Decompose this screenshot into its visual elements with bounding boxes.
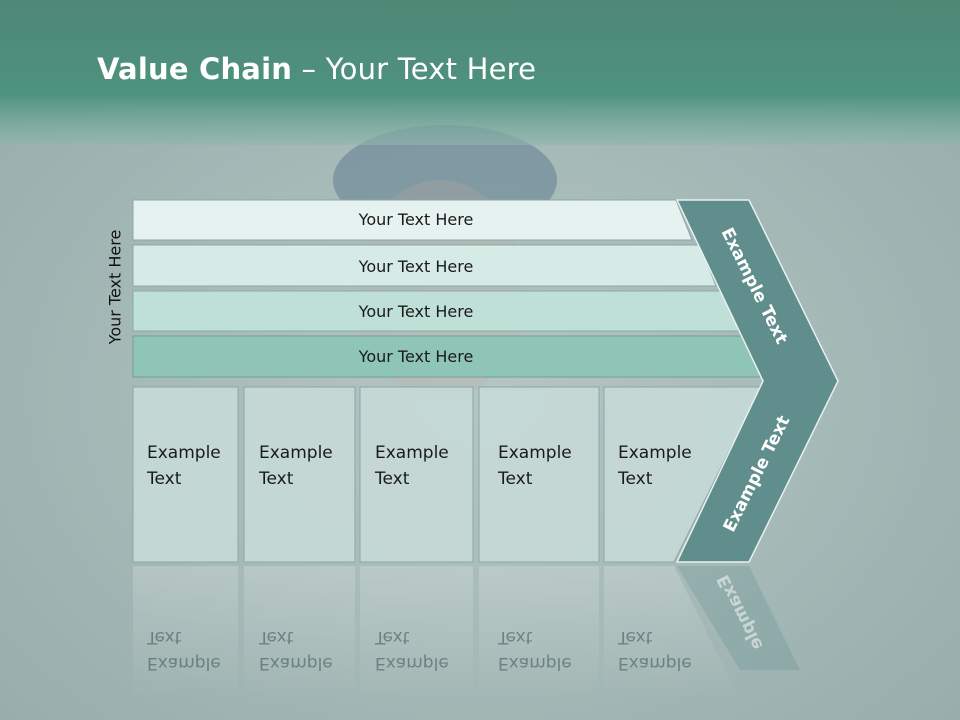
bar-4: Your Text Here (132, 335, 764, 378)
reflection-box-1-line2: Text (146, 627, 182, 647)
bar-4-label: Your Text Here (358, 347, 474, 366)
box-3-line2: Text (374, 469, 410, 489)
bar-3-label: Your Text Here (358, 302, 474, 321)
box-2-line1: Example (259, 443, 333, 463)
reflection-box-5-line1: Example (618, 653, 692, 673)
reflection-box-1-line1: Example (147, 653, 221, 673)
bar-3: Your Text Here (132, 290, 740, 332)
reflection-box-4-line2: Text (497, 627, 533, 647)
bar-1: Your Text Here (132, 199, 693, 241)
reflection-box-5-line2: Text (617, 627, 653, 647)
reflection: Example Text Example Text Example Text E… (133, 566, 800, 701)
reflection-box-3-line2: Text (374, 627, 410, 647)
box-2: Example Text (243, 386, 356, 563)
reflection-box-3-line1: Example (375, 653, 449, 673)
title-bold: Value Chain (97, 52, 293, 86)
box-4-line2: Text (497, 469, 533, 489)
box-1: Example Text (132, 386, 239, 563)
bar-2: Your Text Here (132, 244, 717, 287)
slide-title: Value Chain – Your Text Here (97, 52, 536, 86)
box-5: Example Text (603, 386, 762, 563)
reflection-box-4-line1: Example (498, 653, 572, 673)
reflection-box-2-line2: Text (258, 627, 294, 647)
bar-2-label: Your Text Here (358, 257, 474, 276)
box-4: Example Text (478, 386, 600, 563)
reflection-box-2-line1: Example (259, 653, 333, 673)
box-3-line1: Example (375, 443, 449, 463)
box-5-line1: Example (618, 443, 692, 463)
box-4-line1: Example (498, 443, 572, 463)
bar-1-label: Your Text Here (358, 210, 474, 229)
title-rest: – Your Text Here (292, 52, 537, 86)
box-2-line2: Text (258, 469, 294, 489)
box-5-line2: Text (617, 469, 653, 489)
box-1-line2: Text (146, 469, 182, 489)
box-1-line1: Example (147, 443, 221, 463)
box-3: Example Text (359, 386, 474, 563)
